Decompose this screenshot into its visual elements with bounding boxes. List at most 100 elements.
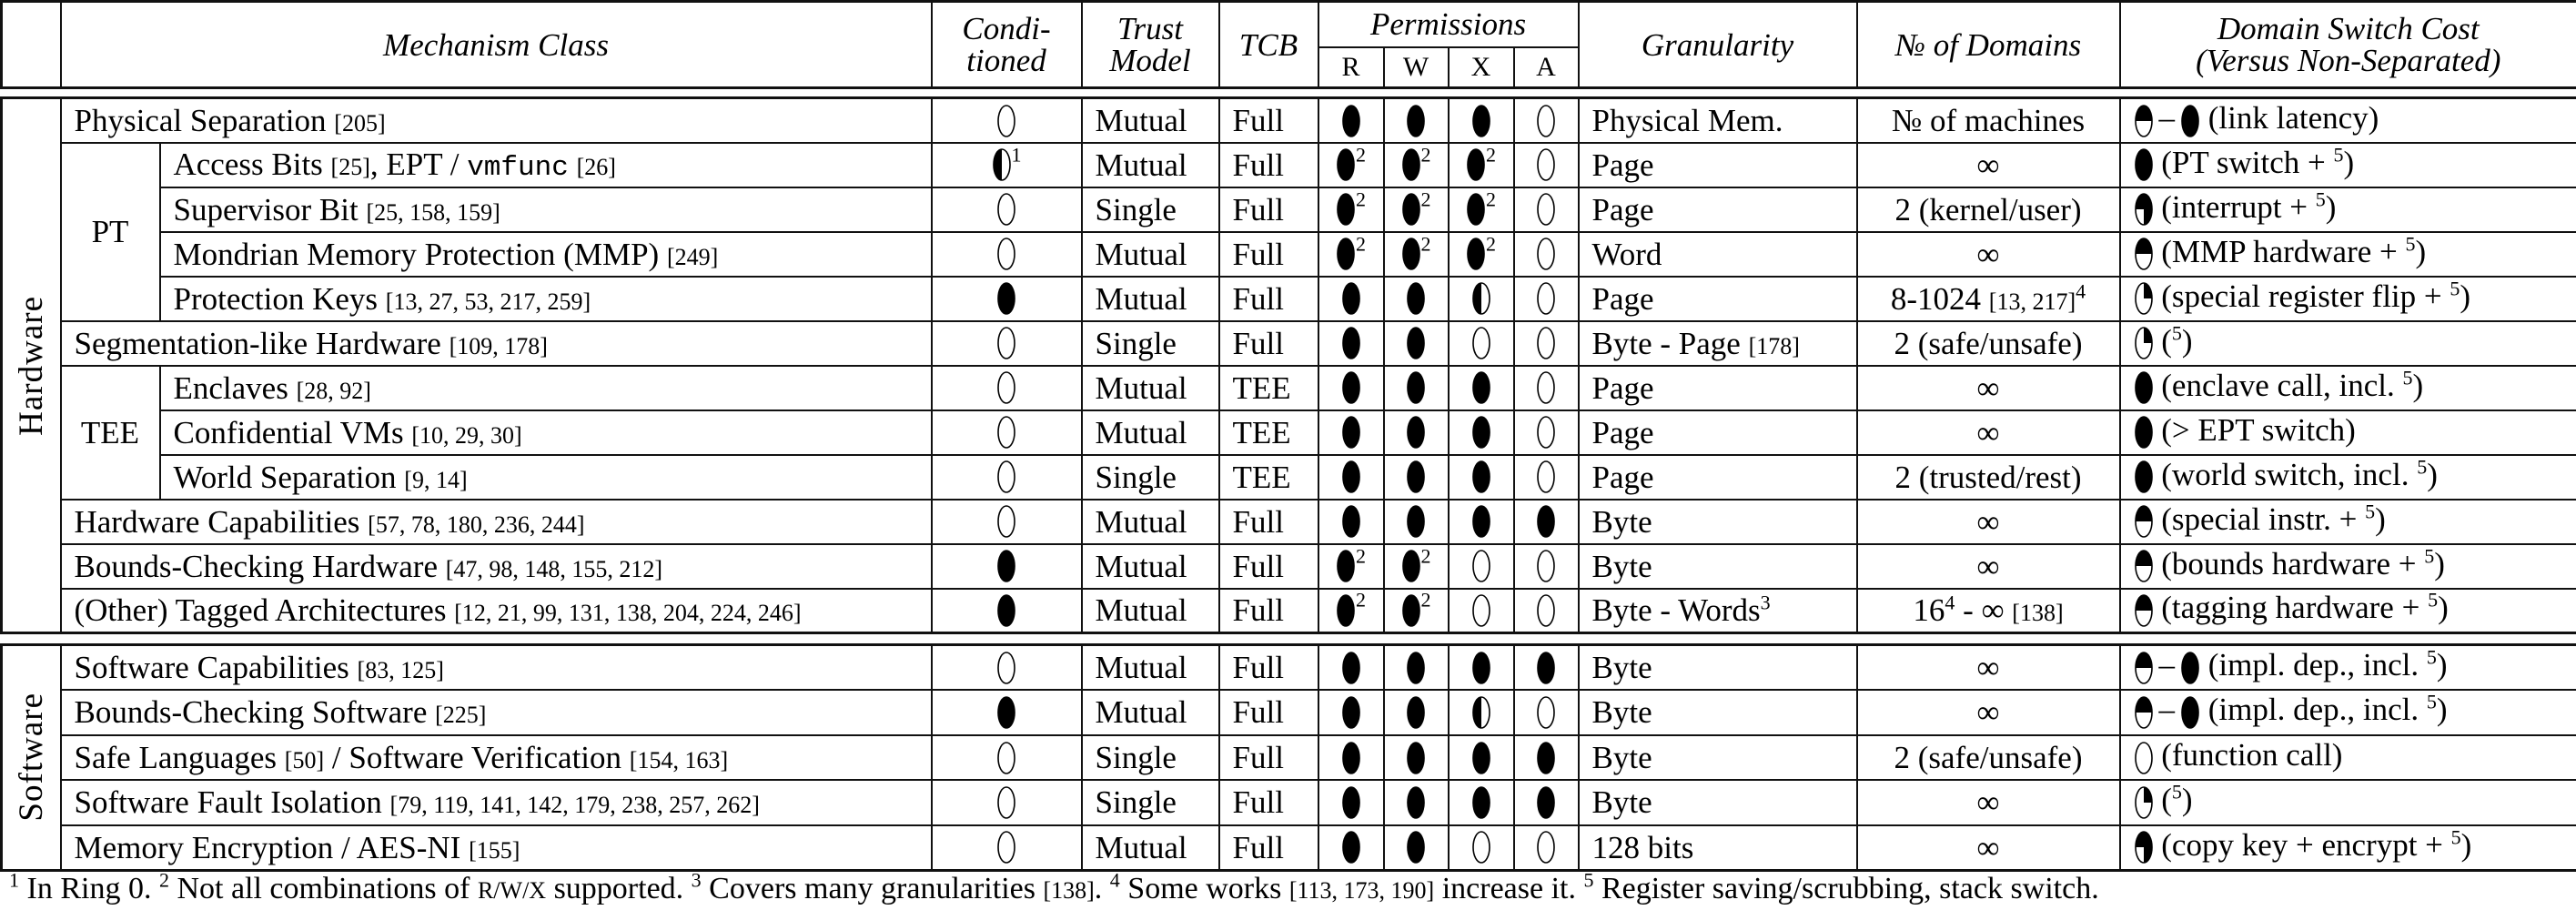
perm-r-cell: 2 xyxy=(1317,587,1385,634)
conditioned-empty-icon xyxy=(997,193,1015,227)
text-segment: (world switch, incl. xyxy=(2153,456,2418,492)
domains-cell: 8-1024 [13, 217]4 xyxy=(1855,275,2121,322)
header-permissions: Permissions xyxy=(1317,0,1580,48)
domains-cell: ∞ xyxy=(1855,230,2121,278)
cost-cell: – (impl. dep., incl. 5) xyxy=(2118,689,2576,736)
perm-a-cell xyxy=(1512,141,1580,188)
domains-cell: 164 - ∞ [138] xyxy=(1855,587,2121,634)
citation: [79, 119, 141, 142, 179, 238, 257, 262] xyxy=(389,792,760,819)
text-segment: Confidential VMs xyxy=(173,414,412,450)
conditioned-cell xyxy=(930,587,1083,634)
footnote-marker: 2 xyxy=(1356,231,1367,255)
permission-full-icon xyxy=(1407,282,1425,316)
permission-full-icon xyxy=(1401,193,1420,227)
conditioned-empty-icon xyxy=(997,327,1015,360)
citation: [13, 217] xyxy=(1988,288,2076,315)
conditioned-half-left-icon xyxy=(992,148,1011,182)
perm-w-cell: 2 xyxy=(1382,542,1450,590)
permission-full-icon xyxy=(1467,193,1485,227)
permission-empty-icon xyxy=(1537,238,1555,271)
text-segment: Page xyxy=(1591,147,1654,183)
text-segment: In Ring 0. xyxy=(19,872,159,905)
permission-empty-icon xyxy=(1537,460,1555,494)
text-segment: Memory Encryption / AES-NI xyxy=(74,829,470,865)
perm-r-cell: 2 xyxy=(1317,542,1385,590)
tcb-cell: Full xyxy=(1217,319,1319,367)
text-segment: increase it. xyxy=(1434,872,1584,905)
cost-half-top-icon xyxy=(2134,238,2153,271)
perm-a-cell xyxy=(1512,587,1580,634)
cost-cell: (world switch, incl. 5) xyxy=(2118,453,2576,500)
permission-empty-icon xyxy=(1537,104,1555,137)
perm-x-cell xyxy=(1447,689,1515,736)
footnote-marker: 5 xyxy=(2426,690,2437,713)
perm-w-cell: 2 xyxy=(1382,230,1450,278)
text-segment: ) xyxy=(2427,456,2438,492)
permission-full-icon xyxy=(1407,416,1425,450)
text-segment: ) xyxy=(2181,782,2193,818)
domains-cell: ∞ xyxy=(1855,498,2121,545)
citation: [138] xyxy=(2012,600,2064,627)
permission-full-icon xyxy=(1467,148,1485,182)
conditioned-empty-icon xyxy=(997,238,1015,271)
perm-x-cell: 2 xyxy=(1447,141,1515,188)
granularity-cell: 128 bits xyxy=(1577,824,1858,871)
header-conditioned-line1: Condi- xyxy=(962,11,1051,46)
permission-full-icon xyxy=(1337,594,1355,628)
tcb-cell: Full xyxy=(1217,779,1319,826)
footnote-marker: 5 xyxy=(2171,780,2182,804)
text-segment: Software Capabilities xyxy=(74,650,358,685)
cost-half-top-icon xyxy=(2134,505,2153,539)
citation: [113, 173, 190] xyxy=(1288,877,1435,904)
header-perm-w: W xyxy=(1382,46,1450,89)
text-segment: Some works xyxy=(1119,872,1289,905)
text-segment: . xyxy=(1094,872,1110,905)
perm-a-cell xyxy=(1512,96,1580,144)
footnote-marker: 2 xyxy=(1420,543,1431,567)
mechanism-cell: Software Capabilities [83, 125] xyxy=(59,643,933,691)
mechanism-cell: Memory Encryption / AES-NI [155] xyxy=(59,824,933,871)
mechanism-cell: Hardware Capabilities [57, 78, 180, 236,… xyxy=(59,498,933,545)
text-segment: ) xyxy=(2415,233,2427,269)
tcb-cell: Full xyxy=(1217,587,1319,634)
text-segment: ( xyxy=(2153,782,2172,818)
cost-empty-icon xyxy=(2134,741,2153,774)
conditioned-cell xyxy=(930,453,1083,500)
mechanism-cell: Segmentation-like Hardware [109, 178] xyxy=(59,319,933,367)
permission-empty-icon xyxy=(1537,550,1555,583)
trust-cell: Mutual xyxy=(1080,587,1220,634)
permission-empty-icon xyxy=(1537,193,1555,227)
perm-r-cell xyxy=(1317,96,1385,144)
section-label-text: Software xyxy=(12,693,50,823)
permission-empty-icon xyxy=(1471,594,1490,628)
cost-cell: (5) xyxy=(2118,319,2576,367)
header-mechanism: Mechanism Class xyxy=(59,0,933,89)
subgroup-label: TEE xyxy=(59,364,161,500)
perm-w-cell xyxy=(1382,275,1450,322)
text-segment: Word xyxy=(1591,236,1662,272)
tcb-cell: Full xyxy=(1217,498,1319,545)
footnote-marker: 4 xyxy=(1945,591,1955,614)
perm-x-cell xyxy=(1447,824,1515,871)
text-segment: Mondrian Memory Protection (MMP) xyxy=(173,236,667,272)
text-segment: (link latency) xyxy=(2200,99,2379,136)
conditioned-empty-icon xyxy=(997,786,1015,820)
text-segment: Supervisor Bit xyxy=(173,191,367,228)
permission-full-icon xyxy=(1407,327,1425,360)
mechanism-cell: Bounds-Checking Hardware [47, 98, 148, 1… xyxy=(59,542,933,590)
domains-cell: ∞ xyxy=(1855,141,2121,188)
section-label: Hardware xyxy=(0,96,62,634)
perm-r-cell xyxy=(1317,498,1385,545)
text-segment: Page xyxy=(1591,414,1654,450)
text-segment: ∞ xyxy=(1976,369,2000,406)
footnote-marker: 5 xyxy=(1583,868,1594,892)
granularity-cell: Byte xyxy=(1577,643,1858,691)
citation: [109, 178] xyxy=(449,332,548,359)
permission-full-icon xyxy=(1407,831,1425,864)
granularity-cell: Page xyxy=(1577,453,1858,500)
conditioned-cell xyxy=(930,230,1083,278)
trust-cell: Mutual xyxy=(1080,275,1220,322)
